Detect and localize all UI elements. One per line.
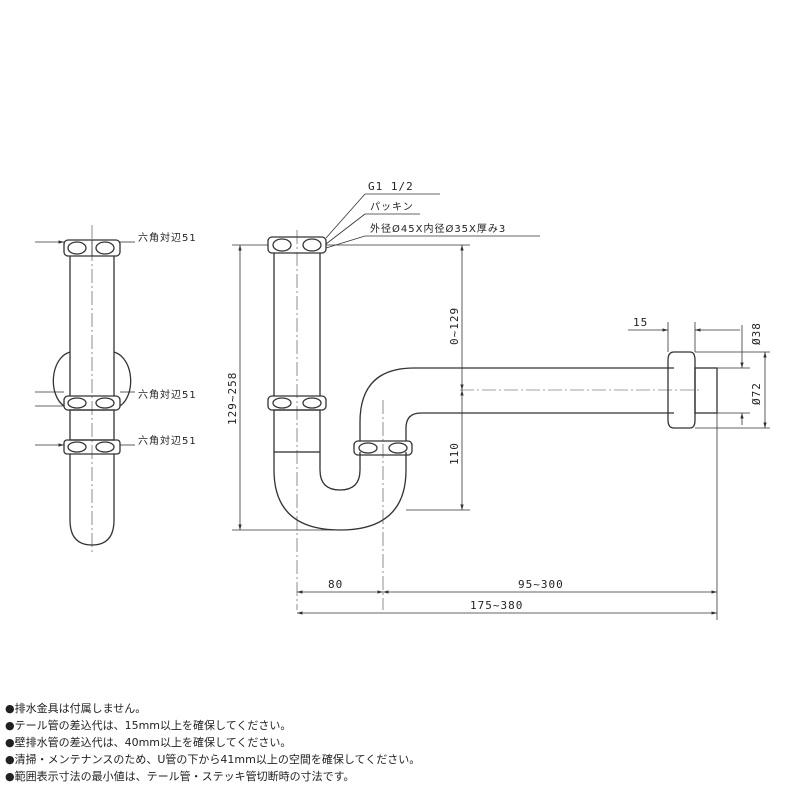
dim-pipe-dia: Ø38 — [750, 322, 763, 345]
wall-flange — [667, 351, 718, 429]
note-item: ●壁排水管の差込代は、40mm以上を確保してください。 — [5, 736, 292, 749]
note-item: ●排水金具は付属しません。 — [5, 702, 147, 715]
thread-label: G1 1/2 — [368, 180, 414, 193]
side-hex-label-bottom: 六角対辺51 — [138, 434, 197, 447]
dim-flange-width: 15 — [633, 316, 648, 329]
note-item: ●範囲表示寸法の最小値は、テール管・ステッキ管切断時の寸法です。 — [5, 770, 355, 783]
packing-spec: 外径Ø45X内径Ø35X厚み3 — [370, 222, 506, 235]
note-item: ●清掃・メンテナンスのため、U管の下から41mm以上の空間を確保してください。 — [5, 753, 421, 766]
side-view: 六角対辺51 六角対辺51 六角対辺51 — [35, 225, 197, 555]
side-top-nut — [63, 239, 121, 257]
packing-label: パッキン — [370, 201, 414, 213]
dim-flange-dia: Ø72 — [750, 382, 763, 405]
dim-trap-depth: 110 — [448, 442, 461, 465]
side-hex-label-mid: 六角対辺51 — [138, 388, 197, 401]
front-view: G1 1/2 パッキン 外径Ø45X内径Ø35X厚み3 129~258 0~12… — [226, 180, 770, 620]
dim-total-width: 175~380 — [470, 599, 523, 612]
notes-list: ●排水金具は付属しません。 ●テール管の差込代は、15mm以上を確保してください… — [5, 700, 420, 785]
dim-trap-width: 80 — [328, 578, 343, 591]
dim-tail-adjust: 0~129 — [448, 307, 461, 345]
side-bottom-nut — [63, 439, 121, 455]
note-item: ●テール管の差込代は、15mm以上を確保してください。 — [5, 719, 292, 732]
dim-total-height: 129~258 — [226, 372, 239, 425]
dim-wall-range: 95~300 — [518, 578, 564, 591]
side-hex-label-top: 六角対辺51 — [138, 231, 197, 244]
